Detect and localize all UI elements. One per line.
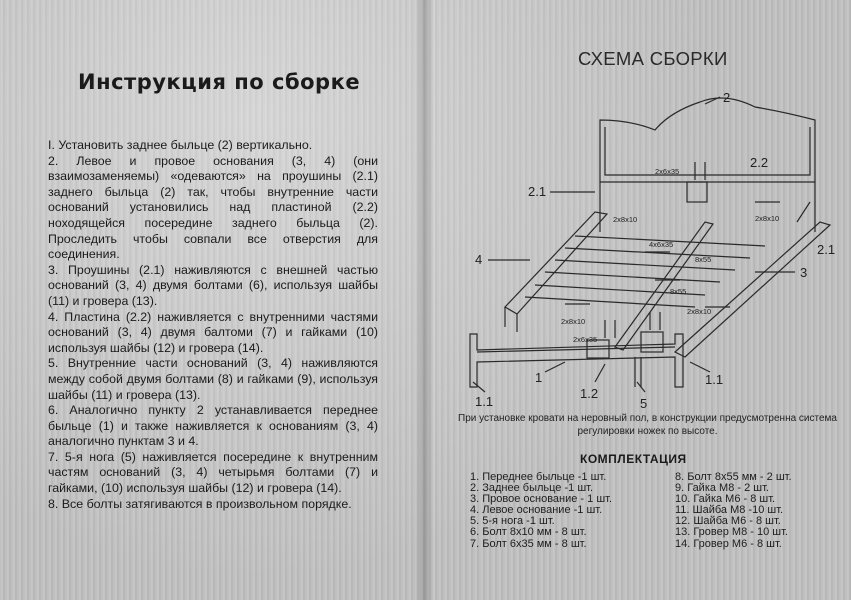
label-2-1-left: 2.1: [528, 184, 546, 199]
bolt-label: 2x8x10: [561, 317, 585, 326]
headboard-outline: [599, 97, 816, 183]
kit-item: 4. Левое основание -1 шт.: [470, 504, 603, 517]
middle-beam: [614, 221, 715, 351]
step-1: I. Установить заднее быльце (2) вертикал…: [48, 138, 313, 152]
headboard-inner: [604, 127, 811, 176]
kit-item: 6. Болт 8x10 мм - 8 шт.: [470, 526, 587, 539]
kit-item: 5. 5-я нога -1 шт.: [470, 515, 555, 528]
left-base: [504, 211, 609, 315]
kit-item: 2. Заднее быльце -1 шт.: [470, 482, 594, 495]
kit-item: 7. Болт 6x35 мм - 8 шт.: [470, 537, 587, 550]
step-7: 7. 5-я нога (5) наживляется посередине к…: [48, 449, 378, 496]
kit-list-left: 1. Переднее быльце -1 шт. 2. Заднее быль…: [470, 471, 613, 550]
label-1-1-left: 1.1: [475, 394, 493, 409]
bolt-label: 2x6x35: [655, 167, 679, 176]
bolt-label: 2x6x35: [573, 335, 597, 344]
diagram-title: СХЕМА СБОРКИ: [578, 48, 728, 69]
kit-item: 13. Гровер М8 - 10 шт.: [675, 526, 788, 539]
step-6: 6. Аналогично пункту 2 устанавливается п…: [48, 403, 378, 449]
step-4: 4. Пластина (2.2) наживляется с внутренн…: [48, 309, 378, 355]
step-3: 3. Проушины (2.1) наживляются с внешней …: [48, 262, 378, 308]
kit-item: 9. Гайка М8 - 2 шт.: [675, 482, 769, 495]
label-3: 3: [800, 265, 807, 280]
kit-item: 11. Шайба М8 -10 шт.: [675, 504, 784, 517]
label-2-1-right: 2.1: [817, 242, 835, 257]
kit-item: 1. Переднее быльце -1 шт.: [470, 471, 607, 483]
kit-title: КОМПЛЕКТАЦИЯ: [580, 452, 687, 466]
label-4: 4: [475, 252, 482, 267]
label-2-2: 2.2: [750, 155, 768, 170]
kit-item: 14. Гровер М6 - 8 шт.: [675, 537, 782, 550]
label-1: 1: [535, 370, 542, 385]
right-page: СХЕМА СБОРКИ: [430, 0, 851, 600]
assembly-diagram: 2 2.2 2.1 2.1 4 3 1 1.2 5 1.1 1.1 2x6x35…: [469, 90, 835, 411]
bolt-label: 2x8x10: [613, 215, 637, 224]
instructions-title: Инструкция по сборке: [78, 70, 361, 94]
footboard: [469, 333, 684, 388]
leveling-note: При установке кровати на неровный пол, в…: [458, 413, 837, 437]
kit-list-right: 8. Болт 8x55 мм - 2 шт. 9. Гайка М8 - 2 …: [675, 471, 792, 550]
kit-item: 10. Гайка М6 - 8 шт.: [675, 493, 776, 506]
assembly-steps: I. Установить заднее быльце (2) вертикал…: [48, 138, 378, 512]
bolt-label: 8x55: [670, 287, 686, 296]
label-1-1-right: 1.1: [705, 372, 723, 387]
left-page: Инструкция по сборке I. Установить задне…: [0, 0, 420, 600]
bolt-label: 4x6x35: [649, 240, 673, 249]
kit-item: 3. Провое основание - 1 шт.: [470, 493, 613, 506]
step-2: 2. Левое и провое основания (3, 4) (они …: [48, 153, 378, 262]
kit-item: 12. Шайба М6 - 8 шт.: [675, 515, 781, 528]
right-base: [673, 221, 832, 358]
label-2: 2: [723, 90, 730, 105]
step-8: 8. Все болты затягиваются в произвольном…: [48, 496, 352, 511]
page-fold: [415, 0, 435, 600]
bolt-label: 8x55: [695, 255, 711, 264]
label-1-2: 1.2: [580, 386, 598, 401]
kit-item: 8. Болт 8x55 мм - 2 шт.: [675, 471, 792, 483]
bolt-label: 2x8x10: [687, 307, 711, 316]
step-5: 5. Внутренние части оснований (3, 4) наж…: [48, 356, 378, 402]
bolt-label: 2x8x10: [755, 214, 779, 223]
label-5: 5: [640, 396, 647, 411]
